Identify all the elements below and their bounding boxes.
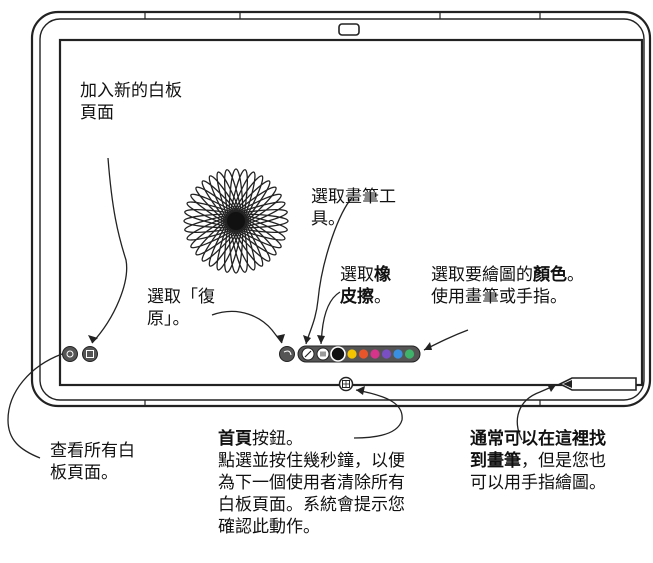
callout-color: 選取要繪圖的顏色。 使用畫筆或手指。 bbox=[431, 264, 584, 308]
callout-undo: 選取「復 原」。 bbox=[147, 286, 215, 330]
pen-location-bold-1: 通常可以在這裡找 bbox=[470, 429, 606, 449]
color-swatch[interactable] bbox=[358, 349, 369, 359]
connector-view-pages bbox=[7, 353, 63, 459]
screen-area bbox=[58, 38, 644, 387]
pen-tool-line2: 具。 bbox=[311, 209, 345, 229]
undo-line1: 選取「復 bbox=[147, 287, 215, 307]
connector-pen-tray bbox=[516, 384, 557, 441]
home-title-suffix: 按鈕。 bbox=[252, 429, 303, 449]
color-swatch[interactable] bbox=[370, 349, 380, 359]
add-page-line1: 加入新的白板 bbox=[80, 81, 182, 101]
home-bold: 首頁 bbox=[218, 429, 252, 449]
black-color-swatch[interactable] bbox=[330, 346, 346, 362]
callout-pen-tool: 選取畫筆工 具。 bbox=[311, 186, 396, 230]
home-line2: 點選並按住幾秒鐘，以便 bbox=[218, 451, 405, 471]
color-swatch[interactable] bbox=[381, 349, 392, 359]
eraser-suffix: 。 bbox=[374, 287, 391, 307]
page-overview-button[interactable] bbox=[62, 346, 78, 362]
device-inner-bezel bbox=[39, 18, 645, 401]
view-pages-line2: 板頁面。 bbox=[50, 463, 118, 483]
connector-add-page bbox=[91, 157, 128, 344]
pen-tool-line1: 選取畫筆工 bbox=[311, 187, 396, 207]
callout-view-pages: 查看所有白 板頁面。 bbox=[50, 440, 135, 484]
color-swatch[interactable] bbox=[347, 349, 357, 359]
color-suffix: 。 bbox=[567, 265, 584, 285]
undo-button[interactable] bbox=[279, 346, 295, 362]
home-line4: 白板頁面。系統會提示您 bbox=[218, 495, 405, 515]
color-swatch[interactable] bbox=[404, 349, 415, 359]
pen-location-line3: 可以用手指繪圖。 bbox=[470, 473, 606, 493]
color-palette[interactable] bbox=[347, 349, 415, 359]
pen-tool-button[interactable] bbox=[301, 347, 315, 361]
eraser-bold-1: 橡 bbox=[374, 265, 391, 285]
camera-icon bbox=[338, 23, 360, 36]
color-bold: 顏色 bbox=[533, 265, 567, 285]
connector-undo bbox=[211, 310, 283, 344]
callout-home: 首頁按鈕。 點選並按住幾秒鐘，以便 為下一個使用者清除所有 白板頁面。系統會提示… bbox=[218, 428, 405, 538]
color-swatch[interactable] bbox=[393, 349, 403, 359]
pen-location-bold-2: 到畫筆 bbox=[470, 451, 521, 471]
undo-line2: 原」。 bbox=[147, 309, 190, 329]
callout-add-page: 加入新的白板 頁面 bbox=[80, 80, 182, 124]
connector-home bbox=[353, 389, 403, 439]
home-line3: 為下一個使用者清除所有 bbox=[218, 473, 405, 493]
pen-icon[interactable] bbox=[558, 377, 637, 391]
connector-pen-tool bbox=[305, 197, 353, 345]
add-page-line2: 頁面 bbox=[80, 103, 114, 123]
color-prefix: 選取要繪圖的 bbox=[431, 265, 533, 285]
add-page-button[interactable] bbox=[82, 346, 98, 362]
pen-location-suffix: ，但是您也 bbox=[521, 451, 606, 471]
callout-pen-location: 通常可以在這裡找 到畫筆，但是您也 可以用手指繪圖。 bbox=[470, 428, 606, 494]
callout-eraser: 選取橡 皮擦。 bbox=[340, 264, 391, 308]
home-button[interactable] bbox=[338, 376, 354, 392]
eraser-bold-2: 皮擦 bbox=[340, 287, 374, 307]
eraser-prefix: 選取 bbox=[340, 265, 374, 285]
connectors bbox=[7, 157, 557, 459]
connector-eraser bbox=[320, 291, 341, 345]
frame-notches bbox=[144, 12, 541, 406]
color-line2: 使用畫筆或手指。 bbox=[431, 287, 567, 307]
home-line5: 確認此動作。 bbox=[218, 517, 320, 537]
flower-drawing bbox=[183, 168, 289, 274]
arrowheads bbox=[88, 334, 556, 395]
eraser-button[interactable] bbox=[316, 347, 330, 361]
flower-center bbox=[227, 212, 245, 230]
view-pages-line1: 查看所有白 bbox=[50, 441, 135, 461]
